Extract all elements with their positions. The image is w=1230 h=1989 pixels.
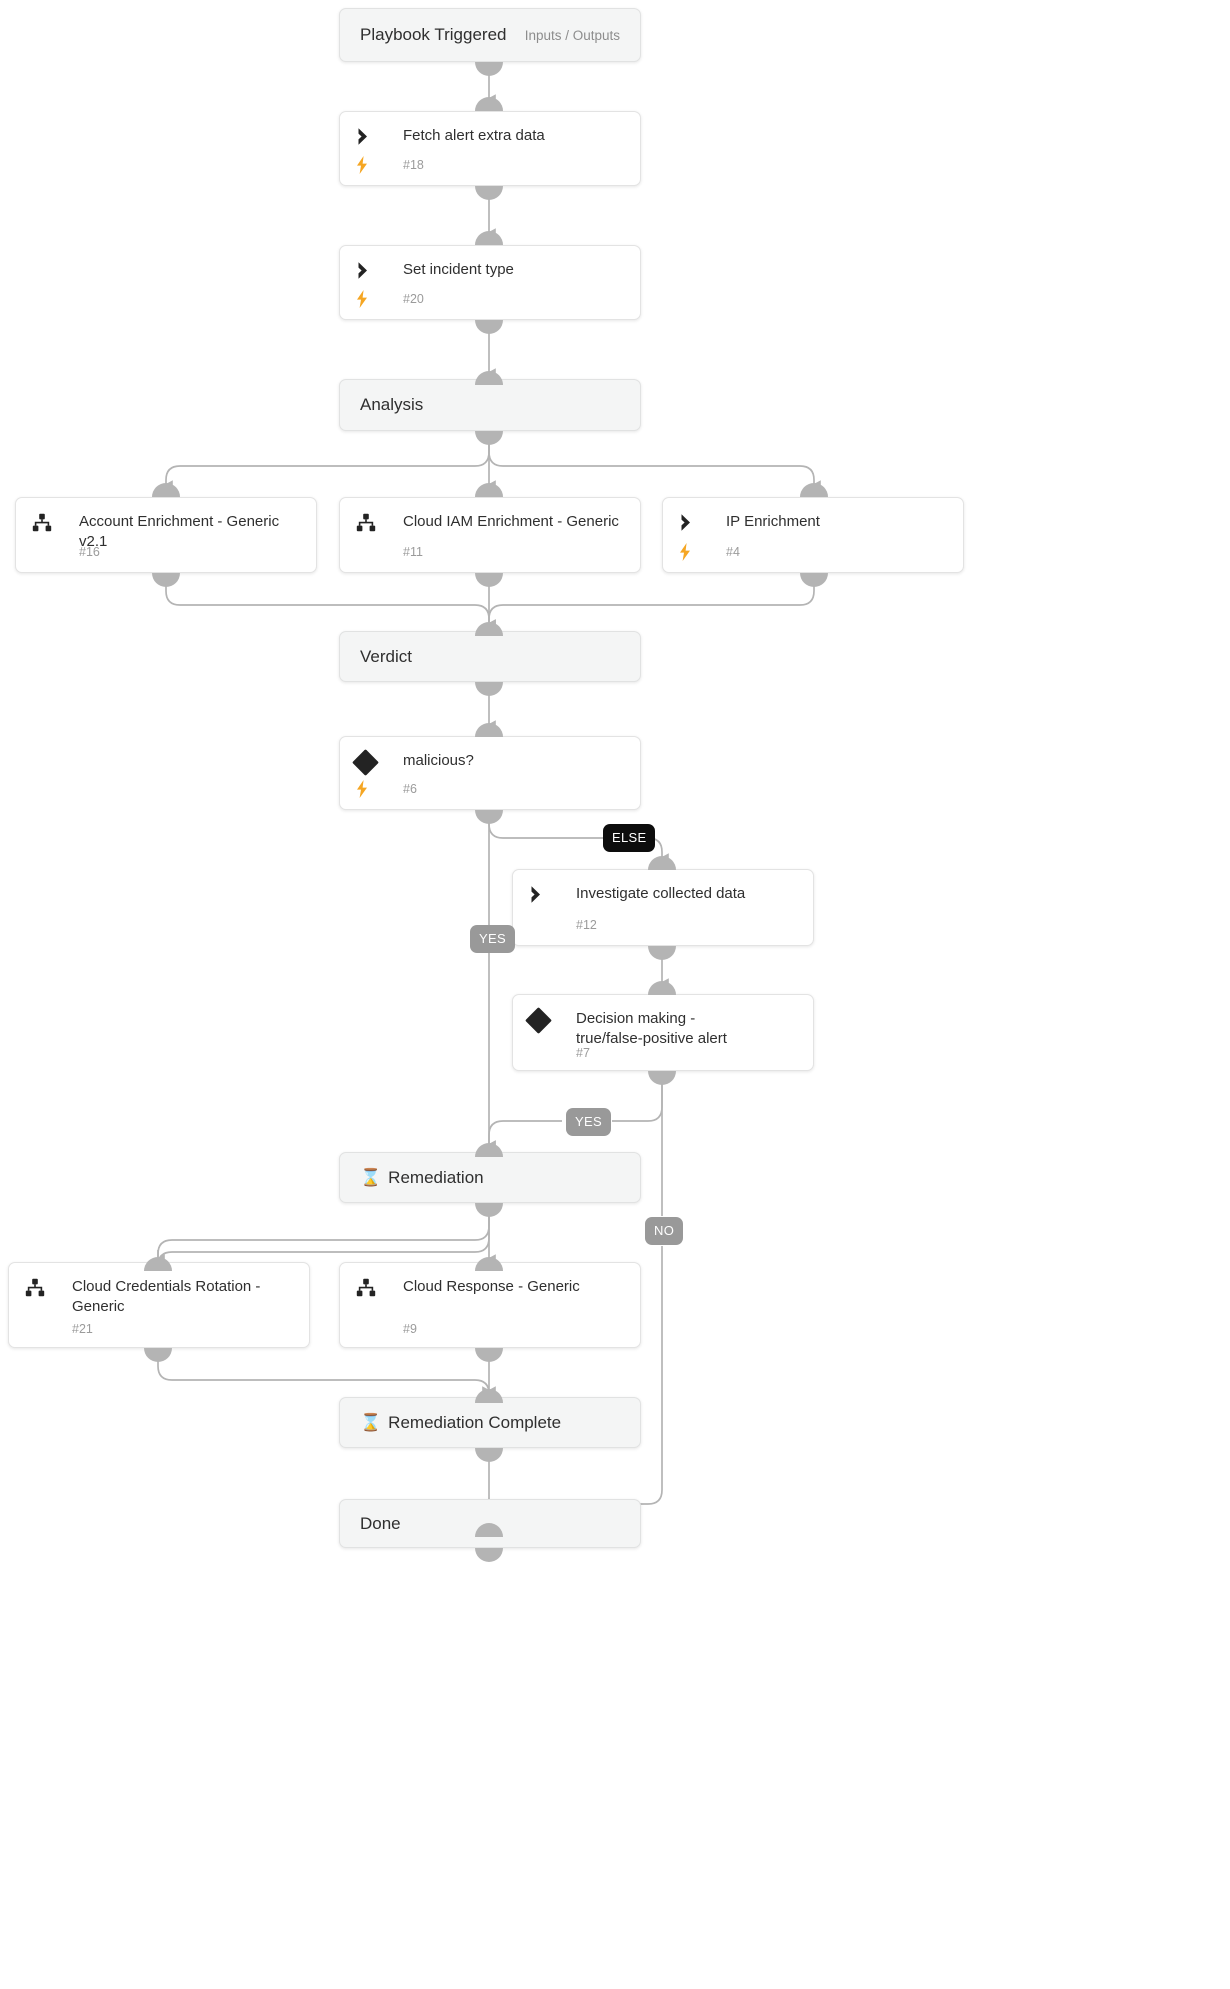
sub-playbook-icon: [32, 512, 66, 532]
sub-playbook-icon: [356, 512, 390, 532]
node-task-id: #20: [403, 292, 424, 306]
node-set-incident-type[interactable]: Set incident type #20: [339, 245, 641, 320]
node-title: Fetch alert extra data: [403, 127, 545, 144]
chevron-icon: [356, 126, 390, 146]
port-out: [475, 810, 503, 824]
port-in: [648, 981, 676, 995]
port-in: [152, 483, 180, 497]
port-out: [475, 1203, 503, 1217]
port-out: [475, 1548, 503, 1562]
node-title: Analysis: [360, 395, 424, 414]
port-out: [475, 682, 503, 696]
edge-label-yes-decision: YES: [566, 1108, 611, 1136]
port-in: [800, 483, 828, 497]
port-in: [475, 97, 503, 111]
node-title: IP Enrichment: [726, 513, 820, 530]
node-section-verdict[interactable]: Verdict: [339, 631, 641, 682]
node-fetch-alert-extra-data[interactable]: Fetch alert extra data #18: [339, 111, 641, 186]
node-title: Set incident type: [403, 261, 514, 278]
node-task-id: #9: [403, 1322, 417, 1336]
port-out: [648, 1071, 676, 1085]
diamond-icon: [352, 749, 390, 776]
port-out: [800, 573, 828, 587]
chevron-icon: [529, 884, 563, 904]
port-in: [475, 1257, 503, 1271]
node-title: ⌛ Remediation Complete: [360, 1412, 562, 1432]
node-task-id: #21: [72, 1322, 93, 1336]
edge-label-no-decision: NO: [645, 1217, 684, 1245]
port-in: [475, 483, 503, 497]
node-section-remediation[interactable]: ⌛ Remediation: [339, 1152, 641, 1203]
port-out: [144, 1348, 172, 1362]
sub-playbook-icon: [356, 1277, 390, 1297]
port-in: [475, 371, 503, 385]
port-in: [648, 856, 676, 870]
lightning-bolt-icon: [356, 290, 390, 308]
port-in: [475, 1143, 503, 1157]
node-task-id: #7: [576, 1046, 590, 1060]
node-task-id: #12: [576, 918, 597, 932]
node-title: Cloud IAM Enrichment - Generic: [403, 513, 619, 530]
node-investigate-collected-data[interactable]: Investigate collected data #12: [512, 869, 814, 946]
diamond-icon: [525, 1007, 563, 1034]
node-account-enrichment-generic[interactable]: Account Enrichment - Generic v2.1 #16: [15, 497, 317, 573]
node-title: ⌛ Remediation: [360, 1167, 484, 1187]
node-title: Playbook Triggered: [360, 25, 507, 44]
port-in: [475, 723, 503, 737]
inputs-outputs-link[interactable]: Inputs / Outputs: [524, 27, 620, 43]
node-ip-enrichment[interactable]: IP Enrichment #4: [662, 497, 964, 573]
hourglass-icon: ⌛: [360, 1413, 382, 1432]
node-playbook-triggered[interactable]: Playbook Triggered Inputs / Outputs: [339, 8, 641, 62]
node-condition-malicious[interactable]: malicious? #6: [339, 736, 641, 810]
node-title: Done: [360, 1513, 401, 1533]
edge-label-yes-malicious: YES: [470, 925, 515, 953]
node-cloud-credentials-rotation-generic[interactable]: Cloud Credentials Rotation - Generic #21: [8, 1262, 310, 1348]
node-section-remediation-complete[interactable]: ⌛ Remediation Complete: [339, 1397, 641, 1448]
node-title: Cloud Response - Generic: [403, 1278, 580, 1295]
node-task-id: #6: [403, 782, 417, 796]
lightning-bolt-icon: [356, 780, 390, 798]
node-task-id: #4: [726, 545, 740, 559]
node-cloud-response-generic[interactable]: Cloud Response - Generic #9: [339, 1262, 641, 1348]
node-title: Account Enrichment - Generic v2.1: [79, 513, 280, 550]
node-section-analysis[interactable]: Analysis: [339, 379, 641, 431]
chevron-icon: [679, 512, 713, 532]
node-title: Verdict: [360, 646, 412, 666]
port-in: [475, 231, 503, 245]
port-in: [475, 1523, 503, 1537]
port-out: [152, 573, 180, 587]
node-title: Investigate collected data: [576, 885, 746, 902]
node-title: Decision making - true/false-positive al…: [576, 1010, 727, 1047]
port-in: [475, 622, 503, 636]
sub-playbook-icon: [25, 1277, 59, 1297]
node-title: Cloud Credentials Rotation - Generic: [72, 1278, 261, 1315]
lightning-bolt-icon: [356, 156, 390, 174]
node-task-id: #16: [79, 545, 100, 559]
lightning-bolt-icon: [679, 543, 713, 561]
edge-label-else: ELSE: [603, 824, 656, 852]
node-task-id: #11: [403, 545, 423, 559]
node-task-id: #18: [403, 158, 424, 172]
port-out: [648, 946, 676, 960]
chevron-icon: [356, 260, 390, 280]
port-out: [475, 186, 503, 200]
node-title: malicious?: [403, 752, 474, 769]
node-condition-decision-making[interactable]: Decision making - true/false-positive al…: [512, 994, 814, 1071]
port-out: [475, 320, 503, 334]
node-cloud-iam-enrichment-generic[interactable]: Cloud IAM Enrichment - Generic #11: [339, 497, 641, 573]
port-in: [144, 1257, 172, 1271]
port-out: [475, 573, 503, 587]
port-in: [475, 1389, 503, 1403]
port-out: [475, 431, 503, 445]
port-out: [475, 1448, 503, 1462]
hourglass-icon: ⌛: [360, 1168, 382, 1187]
port-out: [475, 62, 503, 76]
port-out: [475, 1348, 503, 1362]
